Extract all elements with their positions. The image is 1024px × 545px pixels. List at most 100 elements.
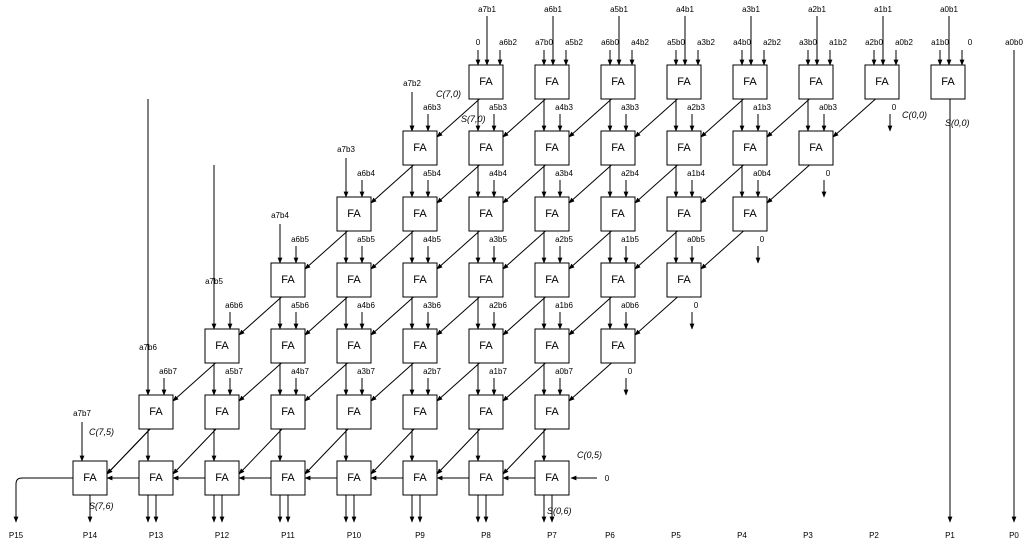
carry-wire xyxy=(502,94,551,138)
top-input-label: a4b2 xyxy=(631,38,649,47)
fa-cell-r4-c3: FA xyxy=(270,328,306,364)
product-label-p14: P14 xyxy=(83,531,98,540)
annotation-s76: S(7,6) xyxy=(89,501,114,511)
fa-cell-label: FA xyxy=(809,142,823,154)
p0-input-label: a0b0 xyxy=(1005,38,1023,47)
fa-cell-box xyxy=(600,262,636,298)
carry-wire xyxy=(436,292,485,336)
top-input-label: a1b1 xyxy=(874,5,892,14)
row-input-label: a1b3 xyxy=(753,103,771,112)
fa-cell-r3-c4: FA xyxy=(336,262,372,298)
row-left-label: a7b6 xyxy=(139,343,157,352)
carry-wire xyxy=(436,426,483,475)
top-input-label: a5b2 xyxy=(565,38,583,47)
top-input-label: a3b1 xyxy=(742,5,760,14)
fa-cell-box xyxy=(666,196,702,232)
row-input-label: a1b5 xyxy=(621,235,639,244)
fa-cell-r2-c7: FA xyxy=(534,196,570,232)
fa-cell-r0-c7: FA xyxy=(534,64,570,100)
fa-cell-r2-c5: FA xyxy=(402,196,438,232)
fa-cell-label: FA xyxy=(347,274,361,286)
fa-cell-r0-c11: FA xyxy=(798,64,834,100)
top-input-label: a0b2 xyxy=(895,38,913,47)
top-input-label: a3b0 xyxy=(799,38,817,47)
carry-wire xyxy=(700,94,749,138)
carry-wire xyxy=(568,226,617,270)
fa-cell-label: FA xyxy=(281,472,295,484)
row-input-label: a3b5 xyxy=(489,235,507,244)
carry-wire xyxy=(634,94,683,138)
row-input-label: 0 xyxy=(760,235,765,244)
fa-cell-box xyxy=(468,64,504,100)
fa-cell-box xyxy=(534,262,570,298)
fa-cell-box xyxy=(204,394,240,430)
top-input-label: a7b1 xyxy=(478,5,496,14)
row-input-label: a0b3 xyxy=(819,103,837,112)
product-label-p4: P4 xyxy=(737,531,747,540)
fa-cell-r5-c5: FA xyxy=(402,394,438,430)
row-input-label: a1b4 xyxy=(687,169,705,178)
row-input-label: a2b4 xyxy=(621,169,639,178)
top-input-label: 0 xyxy=(968,38,973,47)
carry-wire xyxy=(370,226,419,270)
fa-cell-box xyxy=(402,130,438,166)
fa-cell-r0-c13: FA xyxy=(930,64,966,100)
carry-wire xyxy=(370,358,419,402)
carry-wire xyxy=(700,226,749,270)
fa-cell-label: FA xyxy=(611,208,625,220)
fa-cell-label: FA xyxy=(743,76,757,88)
fa-cell-label: FA xyxy=(413,142,427,154)
fa-cell-r5-c7: FA xyxy=(534,394,570,430)
fa-cell-box xyxy=(930,64,966,100)
row-input-label: a5b7 xyxy=(225,367,243,376)
fa-cell-box xyxy=(402,460,438,496)
final-carry-in-label: 0 xyxy=(605,474,610,483)
product-label-p8: P8 xyxy=(481,531,491,540)
fa-cell-r5-c4: FA xyxy=(336,394,372,430)
fa-cell-r5-c6: FA xyxy=(468,394,504,430)
fa-cell-label: FA xyxy=(611,76,625,88)
fa-cell-box xyxy=(534,328,570,364)
fa-cell-label: FA xyxy=(479,340,493,352)
row-input-label: 0 xyxy=(694,301,699,310)
fa-cell-label: FA xyxy=(347,472,361,484)
fa-cell-r4-c5: FA xyxy=(402,328,438,364)
row-left-label: a7b2 xyxy=(403,79,421,88)
fa-cell-r6-c0: FA xyxy=(72,460,108,496)
fa-cell-label: FA xyxy=(743,142,757,154)
carry-wire xyxy=(568,160,617,204)
fa-cell-r0-c9: FA xyxy=(666,64,702,100)
fa-cell-box xyxy=(534,64,570,100)
fa-cell-box xyxy=(72,460,108,496)
fa-cell-label: FA xyxy=(413,340,427,352)
row-input-label: a3b4 xyxy=(555,169,573,178)
fa-cell-label: FA xyxy=(611,340,625,352)
fa-cell-r1-c8: FA xyxy=(600,130,636,166)
product-label-p3: P3 xyxy=(803,531,813,540)
top-input-label: a4b1 xyxy=(676,5,694,14)
product-label-p11: P11 xyxy=(281,531,295,540)
cells-layer: FA FA FA FA FA FA FA FA FA FA FA FA FA FA FA FA FA FA FA FA… xyxy=(72,64,966,496)
fa-cell-label: FA xyxy=(809,76,823,88)
top-input-label: a6b1 xyxy=(544,5,562,14)
fa-cell-r1-c5: FA xyxy=(402,130,438,166)
annotation-c75: C(7,5) xyxy=(89,427,114,437)
fa-cell-label: FA xyxy=(677,208,691,220)
fa-cell-label: FA xyxy=(545,406,559,418)
row-input-label: a0b4 xyxy=(753,169,771,178)
fa-cell-box xyxy=(336,460,372,496)
carry-wire xyxy=(568,292,617,336)
fa-cell-r3-c8: FA xyxy=(600,262,636,298)
fa-cell-r4-c6: FA xyxy=(468,328,504,364)
wires-layer xyxy=(13,16,1017,523)
fa-cell-box xyxy=(864,64,900,100)
fa-cell-r1-c6: FA xyxy=(468,130,504,166)
fa-cell-r3-c9: FA xyxy=(666,262,702,298)
fa-cell-box xyxy=(336,394,372,430)
fa-cell-box xyxy=(402,196,438,232)
fa-cell-box xyxy=(270,328,306,364)
fa-cell-r6-c6: FA xyxy=(468,460,504,496)
top-input-label: a2b1 xyxy=(808,5,826,14)
row-input-label: a6b3 xyxy=(423,103,441,112)
fa-cell-label: FA xyxy=(413,472,427,484)
